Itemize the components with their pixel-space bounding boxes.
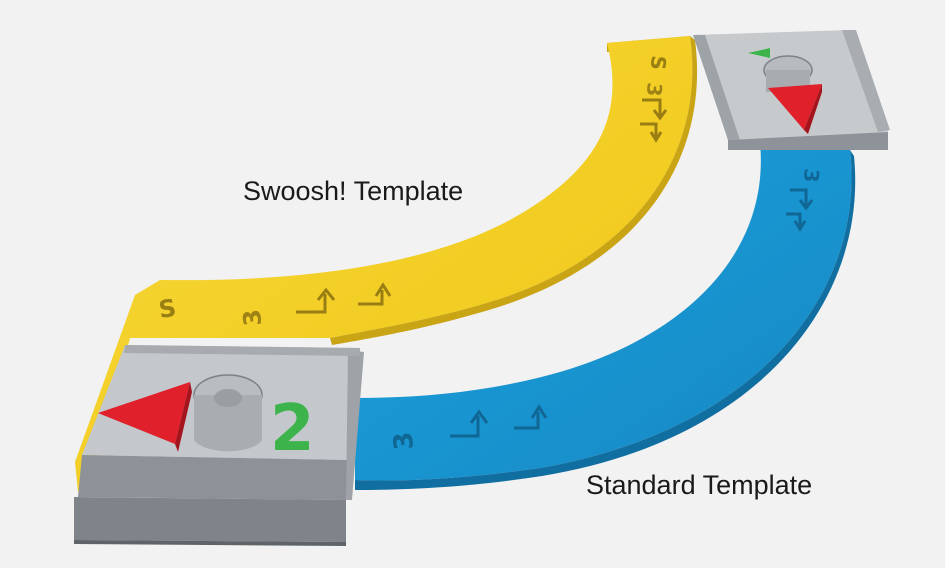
- standard-template-label: Standard Template: [586, 470, 813, 500]
- red-direction-triangle-icon: [98, 382, 190, 444]
- bottom-base: 2: [74, 345, 364, 546]
- bank-arrow-icon: [296, 282, 392, 314]
- turn-arrow-icon: [786, 188, 814, 232]
- swoosh-template-label: Swoosh! Template: [243, 176, 464, 206]
- bank-arrow-icon: [450, 404, 548, 438]
- speed-digit: 2: [270, 392, 315, 466]
- engraving-s-top: S: [646, 55, 671, 71]
- engraving-3-standard-top: 3: [799, 168, 824, 184]
- standard-template: 3 3: [355, 143, 856, 490]
- top-base: [693, 30, 890, 150]
- engraving-3-top: 3: [642, 82, 667, 98]
- turn-arrow-icon: [640, 98, 668, 143]
- green-marker: [748, 48, 770, 58]
- swoosh-template: S 3 S 3: [75, 36, 698, 492]
- engraving-s-bottom: S: [157, 294, 178, 324]
- engraving-3-standard-bottom: 3: [389, 430, 420, 451]
- swoosh-template-body: [75, 36, 693, 492]
- engraving-3-bottom: 3: [238, 308, 267, 327]
- standard-template-body: [355, 143, 852, 481]
